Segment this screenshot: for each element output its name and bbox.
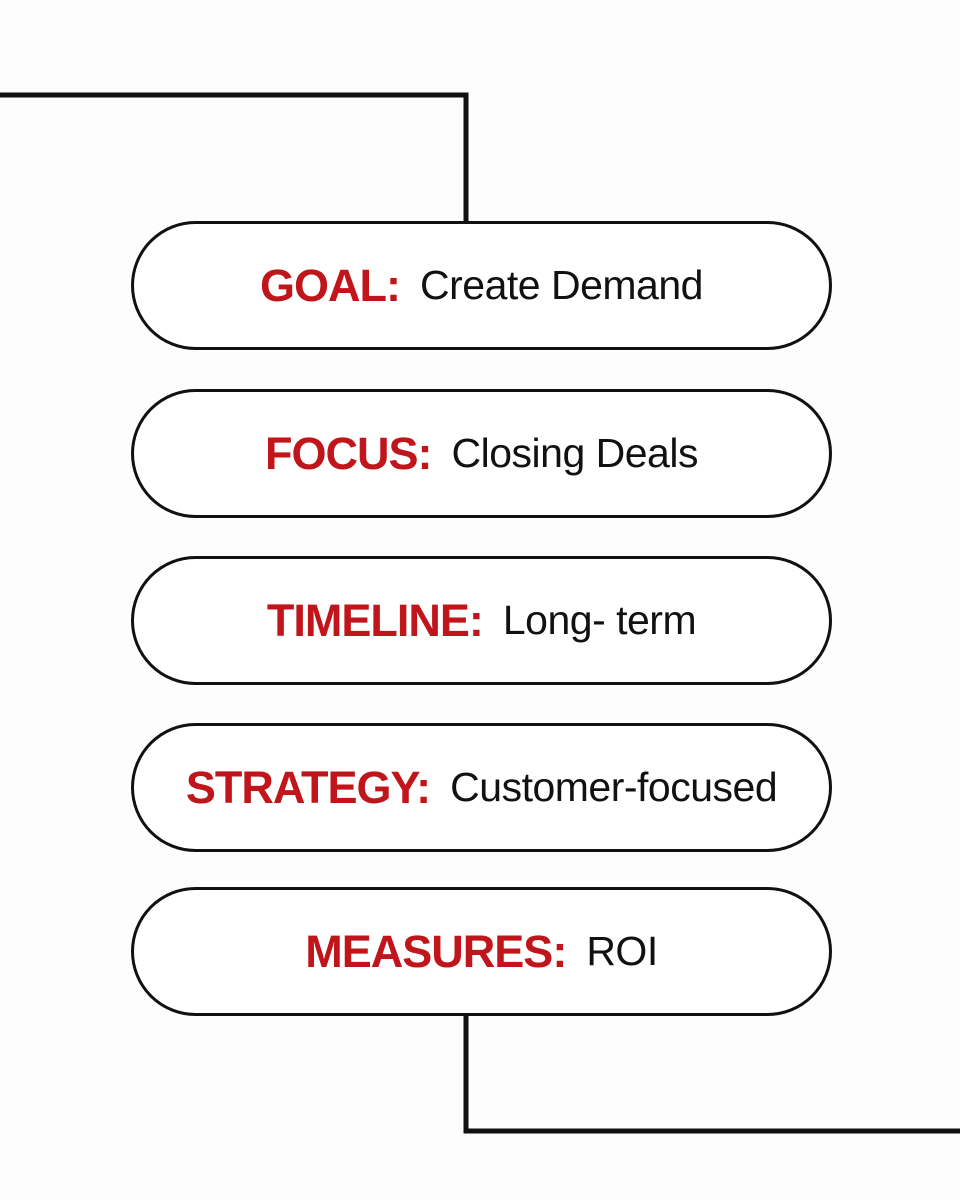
focus-label: FOCUS:: [265, 427, 432, 479]
bottom-connector-line: [463, 1016, 960, 1134]
measures-label: MEASURES:: [305, 925, 567, 977]
strategy-label: STRATEGY:: [185, 761, 431, 813]
strategy-card: STRATEGY: Customer-focused: [131, 723, 832, 852]
timeline-value: Long- term: [502, 597, 697, 643]
focus-value: Closing Deals: [451, 430, 699, 476]
timeline-label: TIMELINE:: [266, 594, 484, 646]
strategy-value: Customer-focused: [450, 764, 778, 810]
goal-label: GOAL:: [260, 259, 401, 311]
goal-value: Create Demand: [420, 262, 703, 308]
top-connector-line: [0, 92, 469, 221]
focus-card: FOCUS: Closing Deals: [131, 389, 832, 518]
timeline-card: TIMELINE: Long- term: [131, 556, 832, 685]
goal-card: GOAL: Create Demand: [131, 221, 832, 350]
measures-value: ROI: [586, 928, 658, 974]
measures-card: MEASURES: ROI: [131, 887, 832, 1016]
